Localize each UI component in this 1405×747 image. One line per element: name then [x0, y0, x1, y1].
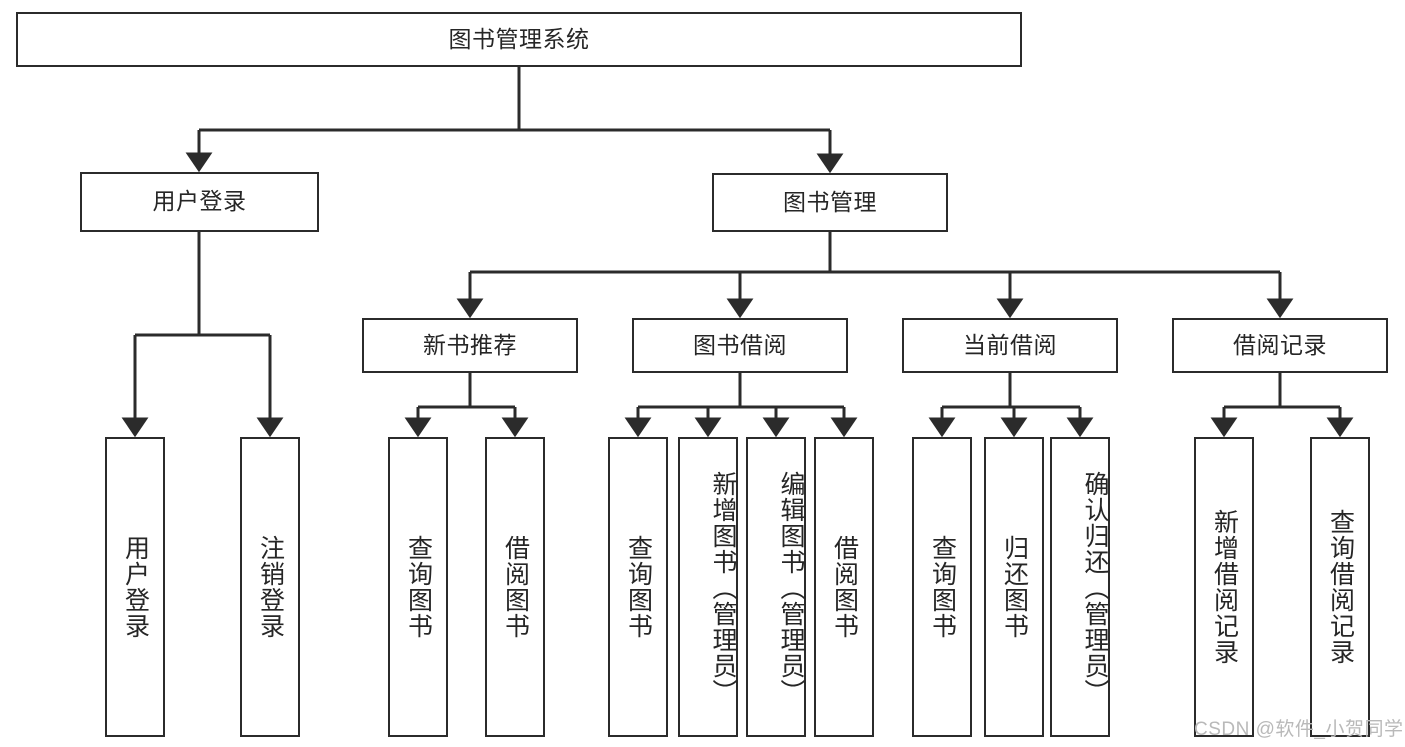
node-leaf-query-book-from-current[interactable]: 查询图书 — [912, 437, 972, 737]
node-label: 借阅图书 — [830, 535, 859, 639]
node-label: 图书管理 — [783, 188, 877, 215]
node-new-book-recommendation[interactable]: 新书推荐 — [362, 318, 578, 373]
node-book-borrowing[interactable]: 图书借阅 — [632, 318, 848, 373]
node-leaf-user-login[interactable]: 用户登录 — [105, 437, 165, 737]
node-leaf-query-borrowing-record[interactable]: 查询借阅记录 — [1310, 437, 1370, 737]
node-label: 借阅图书 — [501, 535, 530, 639]
node-label: 查询图书 — [624, 535, 653, 639]
node-label: 用户登录 — [121, 535, 150, 639]
node-user-login[interactable]: 用户登录 — [80, 172, 319, 232]
node-label: 确认归还（管理员） — [1081, 471, 1109, 705]
node-leaf-borrow-book-from-recommendation[interactable]: 借阅图书 — [485, 437, 545, 737]
node-leaf-query-book-from-recommendation[interactable]: 查询图书 — [388, 437, 448, 737]
node-label: 用户登录 — [152, 188, 247, 215]
node-leaf-confirm-return-admin[interactable]: 确认归还（管理员） — [1050, 437, 1110, 737]
node-label: 新增图书（管理员） — [709, 471, 737, 705]
node-leaf-logout[interactable]: 注销登录 — [240, 437, 300, 737]
node-label: 图书管理系统 — [448, 25, 590, 52]
node-current-borrowing[interactable]: 当前借阅 — [902, 318, 1118, 373]
node-root-book-management-system[interactable]: 图书管理系统 — [16, 12, 1022, 67]
node-label: 新书推荐 — [423, 331, 517, 358]
node-label: 查询图书 — [404, 535, 433, 639]
node-label: 查询图书 — [928, 535, 957, 639]
node-label: 查询借阅记录 — [1326, 509, 1355, 665]
node-label: 新增借阅记录 — [1210, 509, 1239, 665]
node-label: 归还图书 — [1000, 535, 1029, 639]
node-leaf-add-book-admin[interactable]: 新增图书（管理员） — [678, 437, 738, 737]
node-leaf-query-book-from-borrowing[interactable]: 查询图书 — [608, 437, 668, 737]
node-label: 编辑图书（管理员） — [777, 471, 805, 705]
node-leaf-add-borrowing-record[interactable]: 新增借阅记录 — [1194, 437, 1254, 737]
node-label: 当前借阅 — [963, 331, 1057, 358]
node-leaf-return-book[interactable]: 归还图书 — [984, 437, 1044, 737]
node-label: 借阅记录 — [1233, 331, 1327, 358]
node-leaf-borrow-book-from-borrowing[interactable]: 借阅图书 — [814, 437, 874, 737]
node-label: 图书借阅 — [693, 331, 787, 358]
node-borrowing-record[interactable]: 借阅记录 — [1172, 318, 1388, 373]
node-book-management[interactable]: 图书管理 — [712, 173, 948, 232]
node-label: 注销登录 — [256, 535, 285, 639]
node-leaf-edit-book-admin[interactable]: 编辑图书（管理员） — [746, 437, 806, 737]
